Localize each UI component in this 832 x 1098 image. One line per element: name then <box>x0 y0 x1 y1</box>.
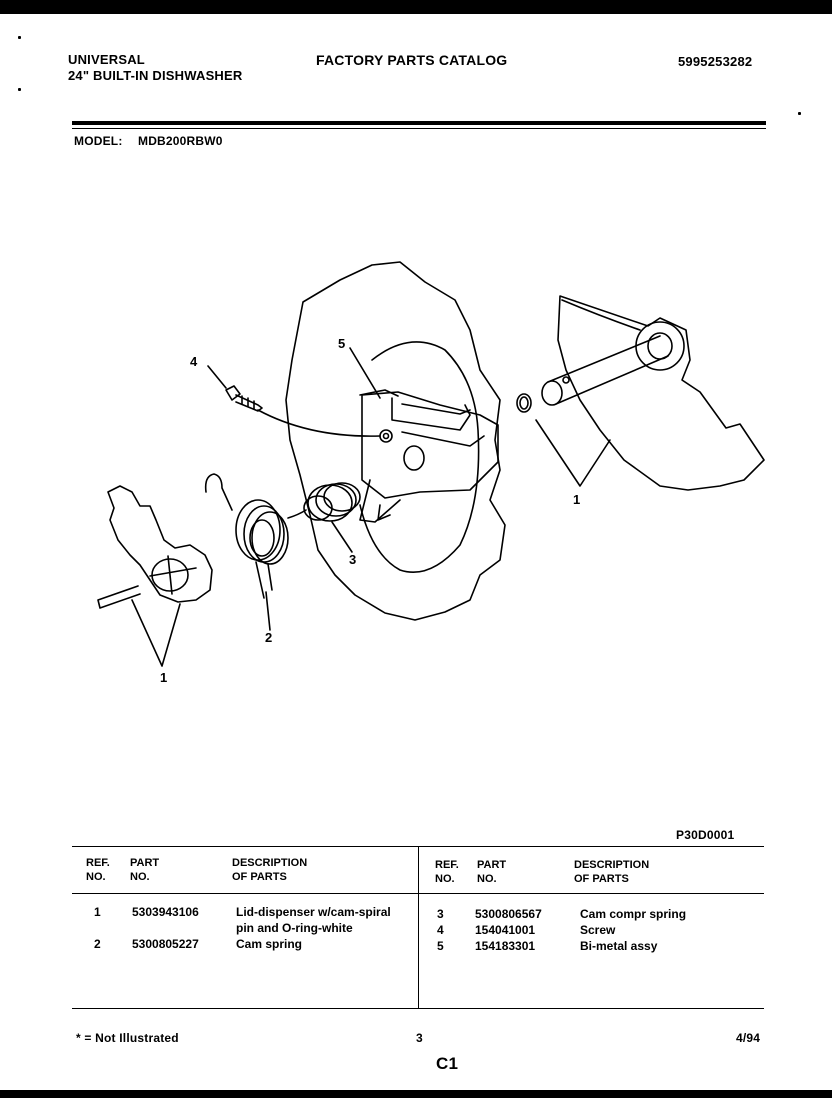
bimetal-body <box>361 391 499 499</box>
table-row-ref: 4 <box>437 923 444 937</box>
table-row-part: 154183301 <box>475 939 536 953</box>
leader-3 <box>331 521 353 553</box>
header-rule-thin <box>72 128 766 129</box>
cover-right <box>557 295 765 491</box>
table-row-ref: 1 <box>94 905 101 919</box>
table-divider <box>418 846 419 1008</box>
top-border <box>0 0 832 14</box>
cover-shaft <box>547 335 669 405</box>
speck <box>18 88 21 91</box>
screw <box>225 385 241 401</box>
table-row-part: 5300805227 <box>132 937 199 951</box>
table-row-desc: Bi-metal assy <box>580 939 658 953</box>
page-number: 3 <box>416 1031 423 1045</box>
product-name: 24" BUILT-IN DISHWASHER <box>68 68 243 83</box>
leader-1-left <box>131 599 181 667</box>
callout-1-left: 1 <box>160 670 168 685</box>
table-row-desc: Lid-dispenser w/cam-spiral pin and O-rin… <box>236 905 391 935</box>
catalog-number: 5995253282 <box>678 54 753 69</box>
callout-3: 3 <box>349 552 357 567</box>
table-row-desc: Cam compr spring <box>580 907 687 921</box>
callout-5: 5 <box>338 336 346 351</box>
table-row-desc: Screw <box>580 923 616 937</box>
leader-4 <box>207 365 227 389</box>
callout-1-right: 1 <box>573 492 581 507</box>
leader-1-right <box>535 419 611 487</box>
header-part-right: PART NO. <box>477 859 507 885</box>
bottom-border <box>0 1090 832 1098</box>
footer-note: * = Not Illustrated <box>76 1031 179 1045</box>
header-part-left: PART NO. <box>130 857 160 883</box>
leader-5 <box>349 347 381 399</box>
o-ring <box>516 393 532 413</box>
diagram-code: P30D0001 <box>676 828 735 842</box>
bimetal-top <box>391 397 471 431</box>
housing-outline <box>285 261 506 621</box>
screw-path <box>257 409 381 437</box>
cam-spring <box>204 473 233 511</box>
table-row-part: 154041001 <box>475 923 536 937</box>
speck <box>798 112 801 115</box>
housing-recess <box>359 341 480 574</box>
brand-name: UNIVERSAL <box>68 52 145 67</box>
table-row-part: 5300806567 <box>475 907 542 921</box>
header-desc-left: DESCRIPTION OF PARTS <box>232 857 308 883</box>
speck <box>18 36 21 39</box>
table-row-ref: 2 <box>94 937 101 951</box>
lid-cam-left <box>107 485 213 603</box>
section-code: C1 <box>436 1054 459 1073</box>
header-ref-left: REF. NO. <box>86 857 110 883</box>
table-row-ref: 5 <box>437 939 444 953</box>
leader-2 <box>265 591 271 631</box>
model-value: MDB200RBW0 <box>138 134 223 148</box>
callout-4: 4 <box>190 354 198 369</box>
model-label: MODEL: <box>74 134 123 148</box>
catalog-title: FACTORY PARTS CATALOG <box>316 52 508 68</box>
callout-2: 2 <box>265 630 273 645</box>
table-bottom-rule <box>72 1008 764 1009</box>
table-row-ref: 3 <box>437 907 444 921</box>
table-row-part: 5303943106 <box>132 905 199 919</box>
header-ref-right: REF. NO. <box>435 859 459 885</box>
footer-date: 4/94 <box>736 1031 761 1045</box>
header-rule-thick <box>72 121 766 125</box>
header-desc-right: DESCRIPTION OF PARTS <box>574 859 650 885</box>
table-row-desc: Cam spring <box>236 937 303 951</box>
